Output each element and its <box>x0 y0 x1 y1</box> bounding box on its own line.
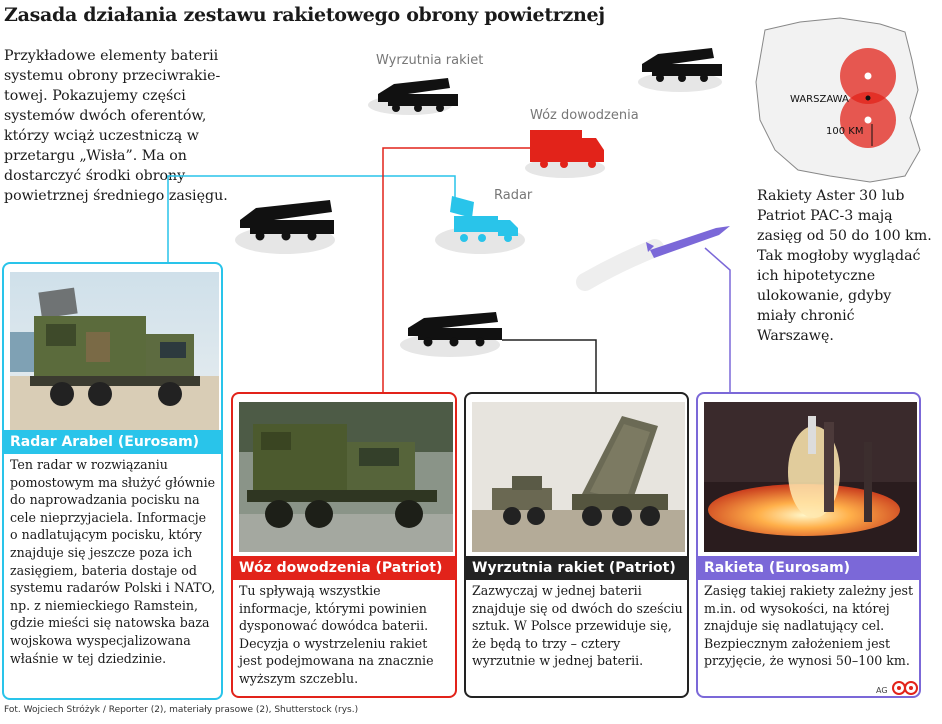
launcher-label: Wyrzutnia rakiet <box>376 53 484 68</box>
card-title: Radar Arabel (Eurosam) <box>4 430 221 454</box>
command-label: Wóz dowodzenia <box>530 108 639 123</box>
command-truck-icon <box>530 130 604 168</box>
launcher-truck-icon <box>642 48 722 82</box>
poland-map <box>755 17 921 183</box>
radar-label: Radar <box>494 188 533 203</box>
photo-credits: Fot. Wojciech Stróżyk / Reporter (2), ma… <box>4 705 359 715</box>
launcher-photo <box>472 402 685 552</box>
page-title: Zasada działania zestawu rakietowego obr… <box>4 4 605 26</box>
command-connector <box>382 147 535 396</box>
card-command: Wóz dowodzenia (Patriot) Tu spływają wsz… <box>231 392 457 698</box>
card-text: Zazwyczaj w jednej baterii znajduje się … <box>472 583 683 669</box>
side-note: Rakiety Aster 30 lub Patriot PAC-3 mają … <box>757 188 932 344</box>
launcher-connector <box>502 339 597 396</box>
map-scale-label: 100 KM <box>826 126 863 137</box>
publisher-logo-icon <box>892 681 918 695</box>
card-text: Tu spływają wszystkie informacje, którym… <box>239 583 434 686</box>
card-text: Ten radar w rozwiązaniu pomostowym ma sł… <box>10 457 216 666</box>
card-launcher: Wyrzutnia rakiet (Patriot) Zazwyczaj w j… <box>464 392 689 698</box>
card-title: Wyrzutnia rakiet (Patriot) <box>466 556 687 580</box>
card-radar: Radar Arabel (Eurosam) Ten radar w rozwi… <box>2 262 223 700</box>
radar-photo <box>10 272 219 430</box>
missile-photo <box>704 402 917 552</box>
launcher-truck-icon <box>378 78 458 112</box>
radar-truck-icon <box>450 196 518 242</box>
missile-icon <box>576 226 730 291</box>
command-photo <box>239 402 453 552</box>
launcher-truck-icon <box>240 200 334 241</box>
author-signature: AG <box>876 686 888 695</box>
card-missile: Rakieta (Eurosam) Zasięg takiej rakiety … <box>696 392 921 698</box>
map-city-label: WARSZAWA <box>790 94 849 105</box>
radar-connector <box>167 175 456 262</box>
launcher-truck-icon <box>408 312 502 347</box>
card-title: Wóz dowodzenia (Patriot) <box>233 556 455 580</box>
intro-text: Przykładowe elementy baterii systemu obr… <box>4 48 228 204</box>
card-text: Zasięg takiej rakiety zależny jest m.in.… <box>704 583 914 669</box>
missile-connector <box>704 247 731 396</box>
card-title: Rakieta (Eurosam) <box>698 556 919 580</box>
